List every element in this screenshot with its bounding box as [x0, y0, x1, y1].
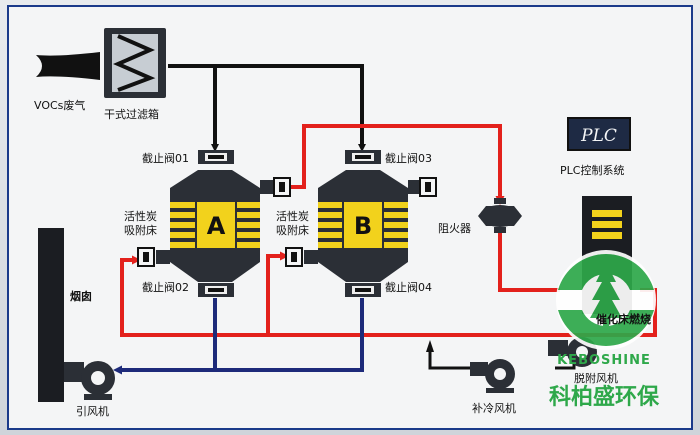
plc-box-label: PLC [580, 126, 617, 146]
induced-fan [64, 361, 115, 400]
dry-filter-label: 干式过滤箱 [104, 107, 159, 121]
adsorption-bed-a [137, 150, 291, 297]
chimney-label: 烟囱 [70, 289, 92, 303]
vocs-inlet-arrow-icon [36, 52, 100, 80]
cooling-fan [470, 359, 515, 393]
flame-arrester [478, 198, 522, 233]
brand-logo [556, 250, 656, 350]
bed-b-letter: B [354, 212, 372, 240]
branch-arrow-icon [426, 340, 434, 352]
induced-fan-label: 引风机 [76, 404, 109, 418]
brand-name-cn: 科柏盛环保 [549, 384, 660, 410]
vocs-gas-label: VOCs废气 [34, 98, 85, 112]
desorption-fan [548, 337, 597, 367]
fan-branch-pipe [428, 345, 470, 370]
inlet-pipes [168, 64, 366, 152]
cooling-fan-label: 补冷风机 [472, 401, 516, 415]
valve-01-label: 截止阀01 [142, 151, 189, 165]
plc-system-label: PLC控制系统 [560, 163, 624, 177]
bed-a-letter: A [207, 212, 226, 240]
bed-a-label: 活性炭 吸附床 [124, 209, 161, 237]
plc-box: PLC [567, 117, 631, 151]
outlet-pipes [113, 298, 364, 375]
valve-03-label: 截止阀03 [385, 151, 432, 165]
valve-02-label: 截止阀02 [142, 280, 189, 294]
catalytic-bed-label: 催化床燃烧 [596, 312, 651, 326]
desorption-fan-label: 脱附风机 [574, 371, 618, 385]
bed-b-label: 活性炭 吸附床 [276, 209, 313, 237]
chimney [38, 228, 64, 402]
valve-04-label: 截止阀04 [385, 280, 432, 294]
adsorption-bed-b [285, 150, 437, 297]
dry-filter-box [104, 28, 166, 98]
flame-arrester-label: 阻火器 [438, 222, 471, 235]
brand-name-en: KEBOSHINE [557, 353, 651, 368]
